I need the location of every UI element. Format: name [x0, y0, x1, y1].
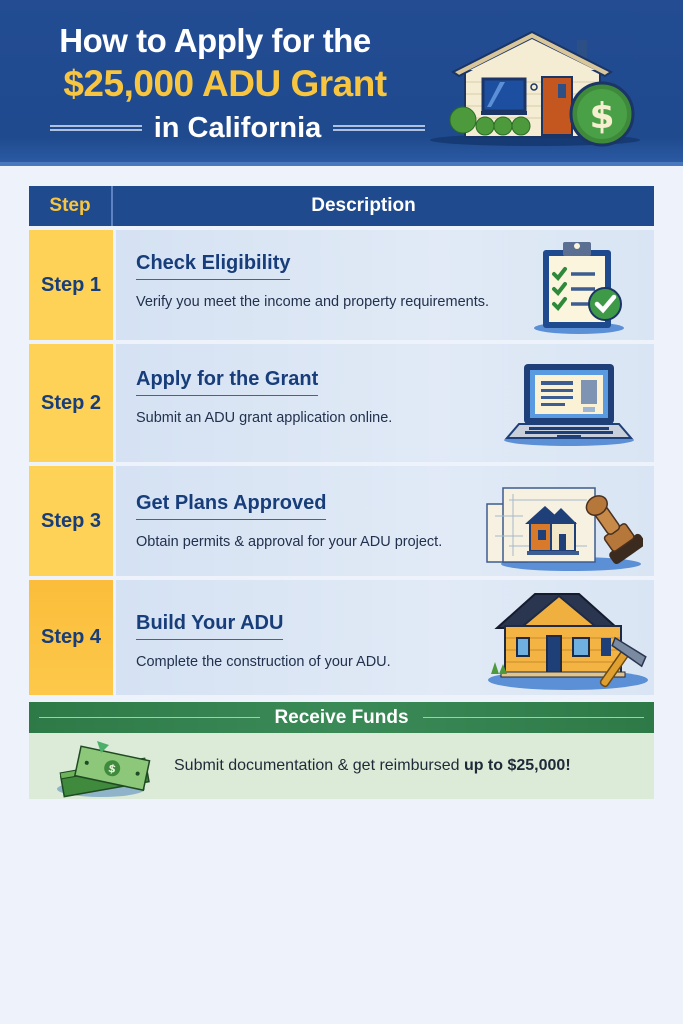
step-description-cell: Get Plans Approved Obtain permits & appr… — [116, 466, 654, 576]
laptop-icon — [504, 364, 634, 446]
step-label: Step 1 — [29, 230, 113, 340]
header-banner: How to Apply for the $25,000 ADU Grant i… — [0, 0, 683, 166]
receive-funds-heading: Receive Funds — [274, 706, 409, 728]
step-text: Obtain permits & approval for your ADU p… — [136, 534, 443, 550]
table-row: Step 1 Check Eligibility Verify you meet… — [29, 230, 654, 340]
step-title: Get Plans Approved — [136, 492, 327, 520]
decorative-divider — [422, 717, 645, 718]
blueprint-stamp-icon — [486, 487, 643, 571]
step-label: Step 4 — [29, 580, 113, 695]
house-with-dollar-coin-icon: $ — [430, 30, 640, 147]
title-line-1: How to Apply for the — [59, 22, 371, 59]
table-row: Step 2 Apply for the Grant Submit an ADU… — [29, 344, 654, 462]
svg-text:$: $ — [589, 96, 614, 137]
table-row: Step 4 Build Your ADU Complete the const… — [29, 580, 654, 695]
step-text: Verify you meet the income and property … — [136, 294, 490, 310]
receive-funds-amount: up to $25,000! — [463, 757, 571, 774]
step-title: Check Eligibility — [136, 252, 291, 280]
table-header: Step Description — [29, 186, 654, 226]
decorative-divider — [333, 125, 426, 131]
title-line-3: in California — [153, 111, 322, 144]
step-description-cell: Apply for the Grant Submit an ADU grant … — [116, 344, 654, 462]
decorative-divider — [50, 125, 142, 131]
step-text: Submit an ADU grant application online. — [136, 410, 393, 426]
receive-funds-body: $ Submit documentation & get reimbursed … — [29, 733, 654, 799]
house-hammer-icon — [488, 593, 648, 690]
step-label: Step 2 — [29, 344, 113, 462]
step-label: Step 3 — [29, 466, 113, 576]
table-row: Step 3 Get Plans Approved Obtain permits… — [29, 466, 654, 576]
step-title: Build Your ADU — [136, 612, 284, 640]
step-title: Apply for the Grant — [136, 368, 319, 396]
title-line-3-row: in California — [50, 110, 426, 146]
receive-funds-text: Submit documentation & get reimbursed — [174, 757, 464, 774]
column-header-step: Step — [29, 186, 113, 226]
receive-funds-section: Receive Funds $ Submit documentation & g… — [29, 702, 654, 799]
column-header-description: Description — [311, 195, 416, 216]
receive-funds-header: Receive Funds — [29, 702, 654, 733]
steps-table: Step Description Step 1 Check Eligibilit… — [29, 186, 654, 695]
step-text: Complete the construction of your ADU. — [136, 654, 391, 670]
decorative-divider — [39, 717, 261, 718]
svg-text:$: $ — [107, 762, 117, 776]
clipboard-checklist-icon — [534, 242, 624, 334]
step-description-cell: Check Eligibility Verify you meet the in… — [116, 230, 654, 340]
cash-stack-icon: $ — [57, 741, 151, 798]
receive-funds-message: Submit documentation & get reimbursed up… — [174, 757, 571, 775]
step-description-cell: Build Your ADU Complete the construction… — [116, 580, 654, 695]
title-line-2: $25,000 ADU Grant — [63, 63, 387, 104]
